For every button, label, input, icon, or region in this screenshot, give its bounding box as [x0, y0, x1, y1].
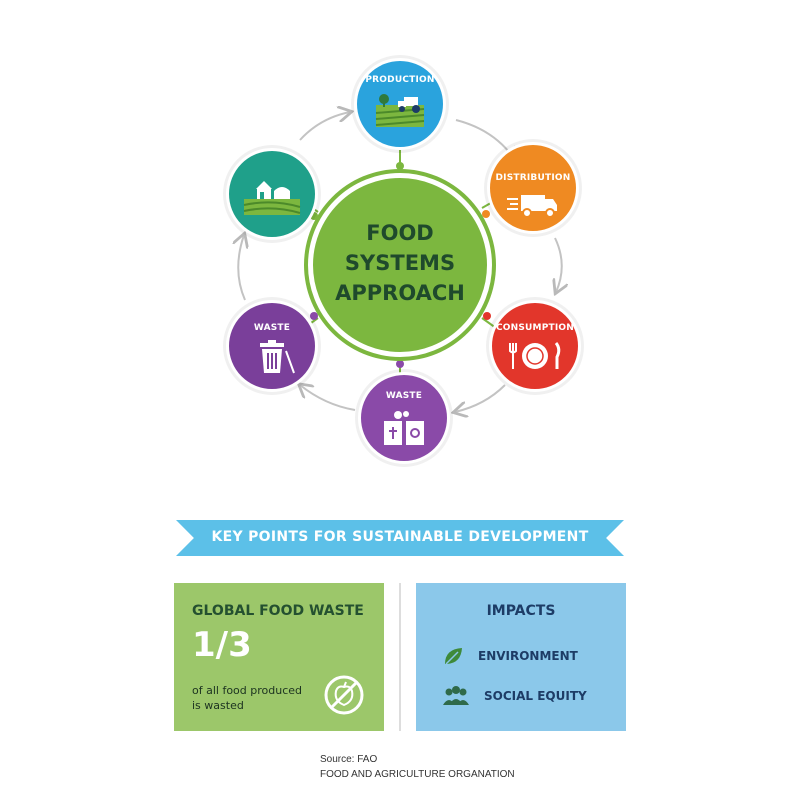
- banner-label: KEY POINTS FOR SUSTAINABLE DEVELOPMENT: [211, 529, 589, 545]
- node-consumption-label: CONSUMPTION: [495, 323, 574, 333]
- center-title: FOOD SYSTEMS APPROACH: [335, 221, 465, 305]
- recycling-bins-icon: [384, 411, 424, 445]
- node-distribution-label: DISTRIBUTION: [495, 173, 571, 183]
- node-production-label: PRODUCTION: [365, 75, 435, 85]
- spoke-dots: [310, 162, 491, 368]
- node-waste-bottom-label: WASTE: [385, 391, 423, 401]
- impact-social-equity-label: SOCIAL EQUITY: [484, 689, 587, 703]
- farmhouse-icon: [243, 181, 301, 215]
- arrow-waste-farm: [238, 235, 245, 301]
- source-line-1: Source: FAO: [320, 754, 378, 765]
- food-waste-description: of all food produced is wasted: [192, 684, 303, 712]
- arrow-consumption-waste: [455, 384, 506, 412]
- node-farm: [226, 148, 318, 240]
- source-caption: Source: FAO FOOD AND AGRICULTURE ORGANAT…: [320, 752, 515, 782]
- node-waste-bottom: WASTE: [358, 372, 450, 464]
- arrow-waste-waste: [300, 385, 356, 411]
- food-waste-value: 1/3: [192, 625, 252, 665]
- cycle-connectors: [0, 0, 800, 480]
- impact-item-environment: ENVIRONMENT: [442, 645, 578, 667]
- node-production: PRODUCTION: [354, 58, 446, 150]
- banner-ribbon: [176, 520, 624, 556]
- node-consumption: CONSUMPTION: [489, 300, 581, 392]
- food-waste-title: GLOBAL FOOD WASTE: [192, 603, 364, 619]
- food-systems-cycle: FOOD SYSTEMS APPROACH PRODUCTION DISTRIB…: [0, 0, 800, 480]
- key-points-banner: KEY POINTS FOR SUSTAINABLE DEVELOPMENT: [176, 520, 624, 556]
- node-waste-left-label: WASTE: [253, 323, 291, 333]
- impact-item-social-equity: SOCIAL EQUITY: [442, 685, 587, 707]
- node-distribution: DISTRIBUTION: [487, 142, 579, 234]
- people-group-icon: [443, 686, 469, 705]
- impact-environment-label: ENVIRONMENT: [478, 649, 578, 663]
- source-line-2: FOOD AND AGRICULTURE ORGANATION: [320, 769, 515, 780]
- leaf-icon: [445, 648, 462, 665]
- plate-cutlery-icon: [509, 342, 561, 369]
- node-waste-left: WASTE: [226, 300, 318, 392]
- delivery-truck-icon: [507, 195, 557, 218]
- tractor-farm-icon: [375, 94, 425, 127]
- food-waste-panel: GLOBAL FOOD WASTE 1/3 of all food produc…: [174, 583, 384, 731]
- no-apple-icon: [324, 675, 364, 715]
- arrow-distribution-consumption: [555, 237, 562, 292]
- trash-can-icon: [260, 340, 295, 374]
- impacts-panel: IMPACTS ENVIRONMENT SOCIAL EQUITY: [416, 583, 626, 731]
- arrow-farm-production: [299, 112, 350, 141]
- impacts-title: IMPACTS: [486, 603, 556, 619]
- panel-divider: [399, 583, 401, 731]
- center-hub: FOOD SYSTEMS APPROACH: [308, 173, 492, 357]
